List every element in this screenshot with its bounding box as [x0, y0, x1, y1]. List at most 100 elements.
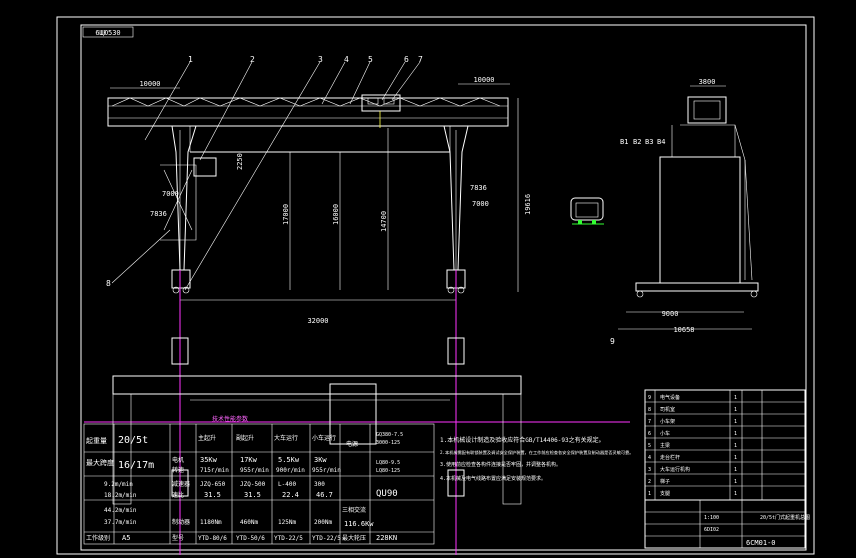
balloon-4: 4 — [344, 55, 349, 64]
dim-right-leg: 7836 — [470, 184, 487, 192]
row1-v4: 3Kw — [314, 456, 327, 464]
bom-no-2: 8 — [648, 407, 651, 413]
specs-table: 技术性能参数 起重量 20/5t 最大跨度 16/17m 主起升 副起升 大车运… — [83, 415, 435, 545]
col-head-4: 小车运行 — [312, 434, 336, 442]
col-head-1: 主起升 — [198, 434, 216, 442]
bom-name-6: 走台栏杆 — [660, 454, 680, 461]
row5-v2: 460Nm — [240, 519, 258, 526]
bom-name-3: 小车架 — [660, 418, 675, 425]
dim-16000: 16000 — [332, 204, 340, 225]
balloon-8: 8 — [106, 279, 111, 288]
bom-qty-9: 1 — [734, 491, 737, 497]
dim-side-top: 3800 — [699, 78, 716, 86]
row1-v2: 17Kw — [240, 456, 258, 464]
work-class-label: 工作级别 — [86, 534, 110, 542]
row2-v1: 715r/min — [200, 467, 229, 474]
dim-b4: B4 — [657, 138, 665, 146]
span-value: 16/17m — [118, 460, 154, 471]
rail-value: QU90 — [376, 489, 398, 499]
side-elevation: 3800 B1 B2 B3 B4 9000 10658 9 — [570, 78, 759, 346]
dim-span: 32000 — [307, 317, 328, 325]
bom-qty-4: 1 — [734, 431, 737, 437]
dim-b2: B2 — [633, 138, 641, 146]
bom-name-9: 支腿 — [660, 490, 670, 497]
title-block: 9 电气设备 1 8 司机室 1 7 小车架 1 6 小车 1 5 主梁 1 4… — [644, 389, 810, 549]
dim-total-height: 19616 — [524, 194, 532, 215]
dim-17000: 17000 — [282, 204, 290, 225]
balloon-1: 1 — [188, 55, 193, 64]
speed-lift: 9.2m/min — [104, 481, 133, 488]
drawing-tag-box — [82, 26, 134, 38]
row3-v3: L-400 — [278, 481, 296, 488]
main-girder — [107, 97, 509, 127]
dim-side-9000: 9000 — [662, 310, 679, 318]
max-wheel-label: 最大轮压 — [342, 534, 366, 542]
dim-b1: B1 — [620, 138, 628, 146]
misc-4: LQ80-125 — [376, 468, 400, 474]
balloon-9: 9 — [610, 337, 615, 346]
bom-no-8: 2 — [648, 479, 651, 485]
row-label-3: 减速器 — [172, 480, 190, 488]
bom-no-3: 7 — [648, 419, 651, 425]
speed-aux: 18.2m/min — [104, 492, 137, 499]
row5-v3: 125Nm — [278, 519, 296, 526]
bom-no-6: 4 — [648, 455, 651, 461]
dim-side-10658: 10658 — [673, 326, 694, 334]
row3-v1: JZQ-650 — [200, 481, 226, 488]
left-bogie — [171, 269, 191, 289]
row-label-5: 制动器 — [172, 518, 190, 526]
misc-2: 3000-125 — [376, 440, 400, 446]
misc-3: LQ80-9.5 — [376, 460, 400, 466]
row1-v1: 35Kw — [200, 456, 218, 464]
row6-v1: YTD-80/6 — [198, 535, 227, 542]
trolley — [361, 94, 401, 112]
dim-left-overhang: 10000 — [139, 80, 160, 88]
plan-view — [112, 337, 522, 505]
bom-qty-6: 1 — [734, 455, 737, 461]
title-text: 20/5t门式起重机总图 — [760, 514, 810, 521]
front-elevation: 10000 10000 — [106, 55, 532, 325]
balloon-2: 2 — [250, 55, 255, 64]
bom-name-7: 大车运行机构 — [660, 466, 690, 473]
bom-no-5: 5 — [648, 443, 651, 449]
note-2: 2.本机械需配有联锁装置及调试安全保护装置，在工作前应检查各安全保护装置及制动器… — [440, 449, 633, 456]
section-detail-icon — [570, 197, 604, 225]
bom-qty-8: 1 — [734, 479, 737, 485]
bom-no-9: 1 — [648, 491, 651, 497]
row6-v4: YTD-22/5 — [312, 535, 341, 542]
row6-v3: YTD-22/5 — [274, 535, 303, 542]
row2-v2: 955r/min — [240, 467, 269, 474]
total-power: 116.6Kw — [344, 520, 374, 528]
row-label-4: 速比 — [172, 491, 184, 499]
work-class-value: A5 — [122, 534, 130, 542]
bom-name-2: 司机室 — [660, 406, 675, 413]
bom-name-1: 电气设备 — [660, 394, 680, 401]
dim-2250: 2250 — [236, 153, 244, 170]
speed-travel: 37.7m/min — [104, 519, 137, 526]
dim-b3: B3 — [645, 138, 653, 146]
bom-qty-2: 1 — [734, 407, 737, 413]
power-value: 三相交流 — [342, 506, 366, 514]
capacity-value: 20/5t — [118, 435, 148, 446]
col-head-2: 副起升 — [236, 434, 254, 442]
max-wheel-value: 228KN — [376, 534, 397, 542]
span-label: 最大跨度 — [86, 458, 114, 467]
dim-height-left: 7000 — [162, 190, 179, 198]
dim-14700: 14700 — [380, 211, 388, 232]
row1-v3: 5.5Kw — [278, 456, 300, 464]
outer-frame — [56, 16, 815, 555]
bom-no-4: 6 — [648, 431, 651, 437]
row3-v2: JZQ-500 — [240, 481, 266, 488]
bom-name-5: 主梁 — [660, 442, 670, 449]
dim-right-overhang: 10000 — [473, 76, 494, 84]
inner-frame — [80, 24, 807, 551]
dim-left-leg: 7836 — [150, 210, 167, 218]
row4-v4: 46.7 — [316, 491, 333, 499]
col-head-5: 电源 — [346, 440, 358, 448]
row4-v1: 31.5 — [204, 491, 221, 499]
bom-qty-7: 1 — [734, 467, 737, 473]
drawing-number: 6CM01-0 — [746, 539, 776, 547]
note-3: 3.使用前应检查各构件连接是否牢固，并调整各机构。 — [440, 461, 561, 468]
